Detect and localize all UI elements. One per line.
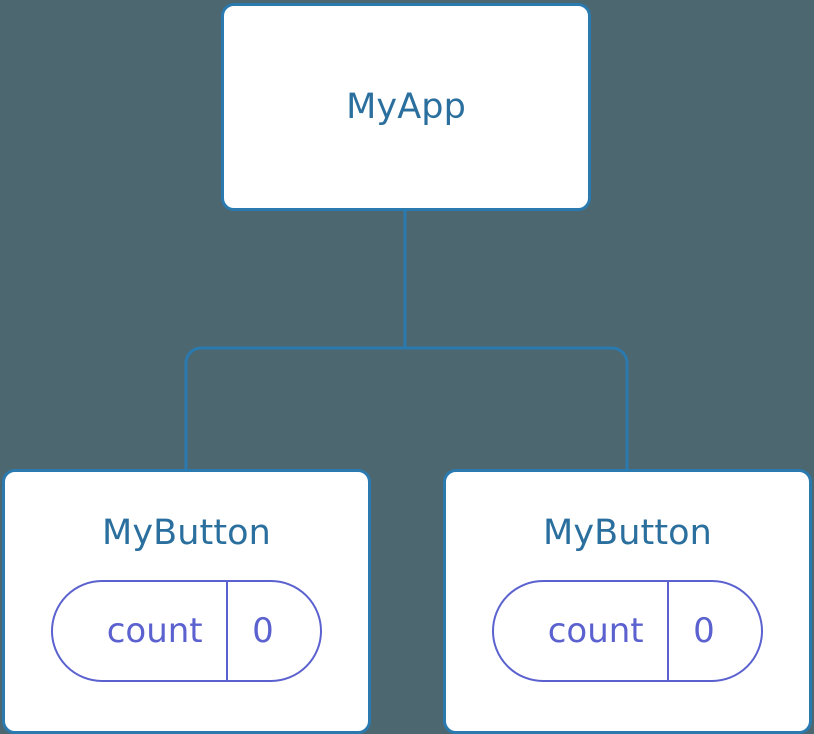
state-key-label: count xyxy=(547,610,644,651)
state-pill-value-cell: 0 xyxy=(228,582,320,680)
state-value-label: 0 xyxy=(693,610,715,651)
state-key-label: count xyxy=(106,610,203,651)
node-title: MyButton xyxy=(543,513,712,553)
tree-node-root[interactable]: MyApp xyxy=(221,3,591,211)
state-pill[interactable]: count 0 xyxy=(51,579,322,682)
tree-node-child-2[interactable]: MyButton count 0 xyxy=(443,469,812,734)
edge-to-child-right xyxy=(405,346,629,469)
state-pill[interactable]: count 0 xyxy=(492,579,763,682)
state-value-label: 0 xyxy=(252,610,274,651)
state-pill-key-cell: count xyxy=(53,581,229,680)
tree-node-child-1[interactable]: MyButton count 0 xyxy=(2,469,371,734)
node-title: MyButton xyxy=(102,513,271,553)
state-pill-key-cell: count xyxy=(494,581,670,680)
node-title: MyApp xyxy=(346,86,466,127)
edge-to-child-left xyxy=(184,346,405,469)
state-pill-value-cell: 0 xyxy=(669,582,761,680)
